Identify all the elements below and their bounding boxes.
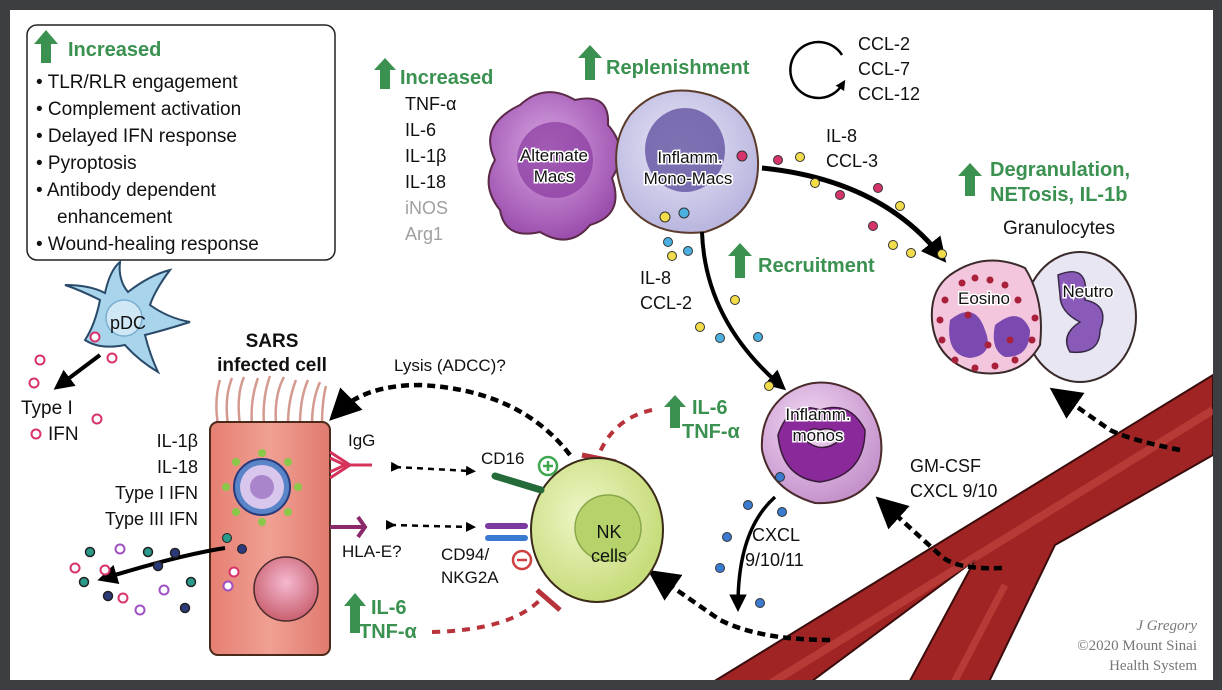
svg-text:CD16: CD16	[481, 449, 524, 468]
svg-text:CCL-3: CCL-3	[826, 151, 878, 171]
legend-item: • Complement activation	[36, 99, 241, 120]
cd16-receptor	[491, 472, 545, 494]
svg-text:Recruitment: Recruitment	[758, 255, 875, 277]
nk-inhibitor-label-left: IL-6 TNF-α	[344, 588, 562, 643]
cxcl-signal: CXCL 9/10/11	[647, 495, 831, 643]
cycle-arrow-icon	[789, 40, 846, 100]
pdc-cell: pDC Type I IFN	[21, 259, 191, 445]
up-arrow-icon	[344, 593, 366, 633]
igg-antibody	[329, 450, 372, 480]
alternate-macs-cell: Alternate Macs	[487, 91, 621, 241]
svg-text:Replenishment: Replenishment	[606, 57, 750, 79]
blood-vessel	[714, 373, 1213, 680]
svg-text:Increased: Increased	[400, 67, 493, 89]
eosino-cell: Eosino	[930, 259, 1042, 375]
sars-cytokines: IL-1β IL-18 Type I IFN Type III IFN	[69, 431, 226, 616]
svg-text:CD94/: CD94/	[441, 545, 489, 564]
svg-text:NETosis, IL-1b: NETosis, IL-1b	[990, 184, 1127, 206]
svg-text:CCL-2: CCL-2	[640, 293, 692, 313]
legend-item: • Wound-healing response	[36, 234, 259, 255]
svg-text:Mono-Macs: Mono-Macs	[644, 169, 733, 188]
svg-text:IL-8: IL-8	[640, 268, 671, 288]
legend-item: • Pyroptosis	[36, 153, 137, 174]
inflamm-monos-cell: Inflamm. monos	[760, 381, 883, 505]
svg-text:TNF-α: TNF-α	[682, 421, 741, 443]
up-arrow-icon	[374, 58, 396, 89]
svg-text:GM-CSF: GM-CSF	[910, 456, 981, 476]
granulocyte-effect: Degranulation, NETosis, IL-1b Granulocyt…	[958, 159, 1130, 239]
svg-text:Lysis (ADCC)?: Lysis (ADCC)?	[394, 356, 506, 375]
svg-text:Alternate: Alternate	[520, 146, 588, 165]
svg-text:CCL-12: CCL-12	[858, 84, 920, 104]
svg-text:Type III IFN: Type III IFN	[105, 509, 198, 529]
recruitment-signal: IL-8 CCL-2 Recruitment	[640, 231, 875, 391]
macrophage-cytokines: Increased TNF-α IL-6 IL-1β IL-18 iNOS Ar…	[374, 58, 493, 244]
svg-text:cells: cells	[591, 546, 627, 566]
svg-text:TNF-α: TNF-α	[359, 621, 418, 643]
up-arrow-icon	[34, 30, 58, 63]
svg-text:IgG: IgG	[348, 431, 375, 450]
svg-text:SARS: SARS	[246, 331, 299, 352]
svg-text:TNF-α: TNF-α	[405, 94, 456, 114]
cilia	[215, 375, 328, 426]
sars-infected-cell: SARS infected cell	[209, 331, 372, 656]
svg-text:HLA-E?: HLA-E?	[342, 542, 402, 561]
svg-text:Inflamm.: Inflamm.	[657, 148, 722, 167]
svg-text:NKG2A: NKG2A	[441, 568, 499, 587]
credit: J Gregory ©2020 Mount Sinai Health Syste…	[1077, 618, 1197, 674]
svg-text:Health System: Health System	[1109, 658, 1197, 674]
up-arrow-icon	[958, 163, 982, 196]
il8-ccl3-signal: IL-8 CCL-3	[761, 126, 947, 263]
legend-item: • TLR/RLR engagement	[36, 72, 238, 93]
svg-text:IL-6: IL-6	[371, 597, 407, 619]
svg-text:monos: monos	[792, 426, 843, 445]
svg-text:IFN: IFN	[48, 424, 79, 445]
svg-text:pDC: pDC	[110, 313, 146, 333]
svg-text:©2020 Mount Sinai: ©2020 Mount Sinai	[1077, 638, 1197, 654]
svg-text:IL-1β: IL-1β	[405, 146, 446, 166]
svg-text:IL-6: IL-6	[692, 397, 728, 419]
svg-text:Granulocytes: Granulocytes	[1003, 218, 1115, 239]
svg-text:Inflamm.: Inflamm.	[785, 405, 850, 424]
svg-text:Eosino: Eosino	[958, 289, 1010, 308]
nk-cell: NK cells CD16 CD94/ NKG2A	[441, 449, 664, 603]
increased-legend-box: Increased • TLR/RLR engagement • Complem…	[26, 24, 336, 261]
svg-text:IL-18: IL-18	[157, 457, 198, 477]
gmcsf-signal: GM-CSF CXCL 9/10	[875, 387, 1181, 571]
svg-text:infected cell: infected cell	[217, 355, 327, 376]
up-arrow-icon	[728, 243, 752, 278]
svg-text:Type I IFN: Type I IFN	[115, 483, 198, 503]
svg-text:Macs: Macs	[534, 167, 575, 186]
legend-item: • Delayed IFN response	[36, 126, 237, 147]
svg-text:IL-8: IL-8	[826, 126, 857, 146]
svg-text:9/10/11: 9/10/11	[745, 550, 804, 570]
svg-text:CCL-2: CCL-2	[858, 34, 910, 54]
legend-header: Increased	[68, 39, 161, 61]
hla-e-receptor	[330, 515, 368, 539]
diagram-svg: Increased • TLR/RLR engagement • Complem…	[21, 24, 1213, 680]
svg-text:CCL-7: CCL-7	[858, 59, 910, 79]
inflamm-mono-macs-cell: Inflamm. Mono-Macs	[615, 89, 760, 234]
svg-text:J Gregory: J Gregory	[1136, 618, 1197, 634]
svg-text:Type I: Type I	[21, 398, 73, 419]
svg-text:IL-6: IL-6	[405, 120, 436, 140]
svg-text:Arg1: Arg1	[405, 224, 443, 244]
replenishment: Replenishment CCL-2 CCL-7 CCL-12	[578, 34, 920, 104]
up-arrow-icon	[664, 395, 686, 428]
lysis-signal: Lysis (ADCC)? IgG HLA-E?	[329, 356, 572, 561]
legend-item: • Antibody dependent	[36, 180, 217, 201]
neutro-cell: Neutro	[1023, 251, 1137, 383]
svg-text:CXCL 9/10: CXCL 9/10	[910, 481, 997, 501]
figure-canvas: Increased • TLR/RLR engagement • Complem…	[10, 10, 1213, 680]
svg-text:IL-18: IL-18	[405, 172, 446, 192]
svg-text:CXCL: CXCL	[752, 525, 800, 545]
up-arrow-icon	[578, 45, 602, 80]
svg-text:iNOS: iNOS	[405, 198, 448, 218]
svg-text:Neutro: Neutro	[1062, 282, 1113, 301]
svg-text:NK: NK	[596, 522, 621, 542]
svg-text:IL-1β: IL-1β	[157, 431, 198, 451]
legend-item-continued: enhancement	[57, 207, 173, 228]
svg-text:Degranulation,: Degranulation,	[990, 159, 1130, 181]
nk-inhibitor-label-right: IL-6 TNF-α	[581, 395, 741, 465]
